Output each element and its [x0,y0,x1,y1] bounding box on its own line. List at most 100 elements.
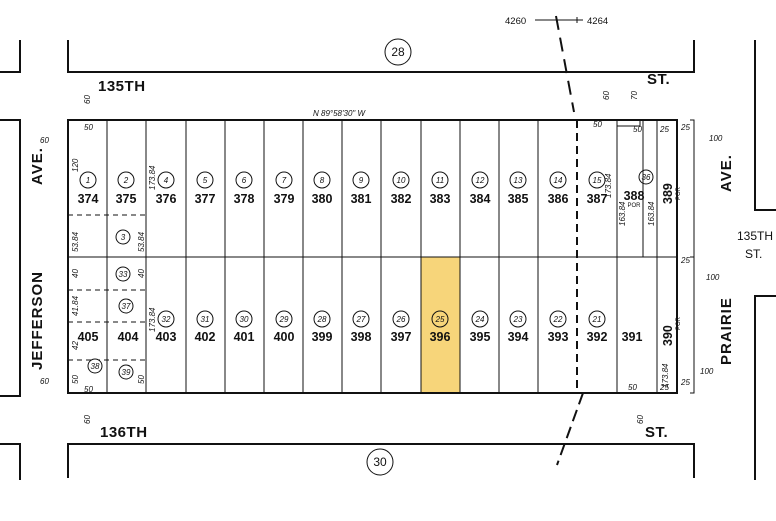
lot-number-circle [509,171,527,189]
lot-number-label: 11 [436,176,444,185]
parcel-number-400[interactable]: 400 [274,330,295,344]
east-cross-street-suffix: ST. [745,247,762,261]
east-street-name: PRAIRIE [718,297,735,365]
parcel-number-405[interactable]: 405 [78,330,99,344]
dim-60-nw: 60 [83,95,92,104]
dim-25-east-bottom: 25 [680,378,690,387]
parcel-number-377[interactable]: 377 [195,192,216,206]
parcel-number-394[interactable]: 394 [508,330,529,344]
dim-60-west-bottom: 60 [40,377,49,386]
block-28-label[interactable]: 28 [391,45,405,59]
dim-25-bottom-right: 25 [659,383,669,392]
lot-number-label: 26 [396,315,406,324]
parcel-number-381[interactable]: 381 [351,192,372,206]
parcel-number-380[interactable]: 380 [312,192,333,206]
lot-number-label: 10 [397,176,406,185]
parcel-number-397[interactable]: 397 [391,330,412,344]
parcel-388[interactable]: 388 [624,189,645,203]
dim-25-east-top: 25 [680,123,690,132]
lot-number-label: 4 [164,176,169,185]
parcel-number-402[interactable]: 402 [195,330,216,344]
lot-number-label: 12 [476,176,485,185]
parcel-number-392[interactable]: 392 [587,330,608,344]
east-brackets [616,119,695,394]
block-28-circle [384,38,412,66]
136th-st-south-edge [67,443,695,478]
parcel-number-396[interactable]: 396 [430,330,451,344]
parcel-389-por: POR [676,186,682,200]
lot-number-circle [275,310,293,328]
bearing-label: N 89°58'30" W [313,109,366,118]
parcel-389[interactable]: 389 [661,183,675,204]
circle-39-label: 39 [122,368,131,377]
parcel-number-384[interactable]: 384 [470,192,491,206]
parcel-number-378[interactable]: 378 [234,192,255,206]
dim-50-top-right: 50 [593,120,602,129]
parcel-number-374[interactable]: 374 [78,192,99,206]
dim-100-east-a: 100 [709,134,723,143]
lot-number-label: 7 [282,176,287,185]
west-street-suffix: AVE. [29,147,46,185]
lot-number-label: 28 [317,315,327,324]
north-street-suffix: ST. [647,71,670,88]
lot-number-circle [509,310,527,328]
parcel-number-403[interactable]: 403 [156,330,177,344]
dim-25-east-mid: 25 [680,256,690,265]
dim-60-se: 60 [636,415,645,424]
dim-60-sw: 60 [83,415,92,424]
parcel-number-376[interactable]: 376 [156,192,177,206]
dim-50-bottom-right: 50 [628,383,637,392]
dim-120: 120 [71,158,80,172]
parcel-number-382[interactable]: 382 [391,192,412,206]
lot-number-circle [431,171,449,189]
lot-number-label: 13 [514,176,523,185]
parcel-number-383[interactable]: 383 [430,192,451,206]
block-30-label[interactable]: 30 [373,455,387,469]
dim-50-top-right-b: 50 [633,125,642,134]
parcel-number-387[interactable]: 387 [587,192,608,206]
dim-163-84-b: 163.84 [647,201,656,226]
parcel-number-393[interactable]: 393 [548,330,569,344]
lot-number-circle [79,171,97,189]
parcel-number-391[interactable]: 391 [622,330,643,344]
parcel-390[interactable]: 390 [661,325,675,346]
parcel-number-379[interactable]: 379 [274,192,295,206]
circle-37 [118,298,134,314]
parcel-number-404[interactable]: 404 [118,330,139,344]
circle-33 [115,266,131,282]
dim-42: 42 [71,341,80,350]
lot-number-circle [117,171,135,189]
map-ref-left: 4260 [505,16,526,27]
parcel-number-386[interactable]: 386 [548,192,569,206]
east-cross-street-name: 135TH [737,229,773,243]
lot-number-label: 1 [86,176,90,185]
lot-number-circle [235,171,253,189]
parcel-number-375[interactable]: 375 [116,192,137,206]
parcel-number-395[interactable]: 395 [470,330,491,344]
lot-number-circle [275,171,293,189]
highlighted-parcel-396[interactable] [421,257,460,393]
lot-number-circle [313,310,331,328]
parcel-number-398[interactable]: 398 [351,330,372,344]
lot-number-circle [157,310,175,328]
lot-number-label: 6 [242,176,247,185]
parcel-number-385[interactable]: 385 [508,192,529,206]
dim-60-west-top: 60 [40,136,49,145]
dim-163-84-a: 163.84 [618,201,627,226]
lot-number-label: 15 [593,176,602,185]
lot-number-label: 23 [513,315,523,324]
dim-40-a: 40 [71,269,80,278]
135th-st-north-edge [67,40,695,73]
lot-number-label: 24 [475,315,485,324]
parcel-number-399[interactable]: 399 [312,330,333,344]
dim-50-bottom-left: 50 [84,385,93,394]
lot-number-circle [392,310,410,328]
map-ref-line [535,17,583,23]
dim-50-a: 50 [71,375,80,384]
lot-number-circle [352,310,370,328]
lot-number-circle [313,171,331,189]
lot-number-circle [588,171,606,189]
jefferson-ave-edges [0,40,21,480]
lot-number-label: 9 [359,176,364,185]
parcel-number-401[interactable]: 401 [234,330,255,344]
